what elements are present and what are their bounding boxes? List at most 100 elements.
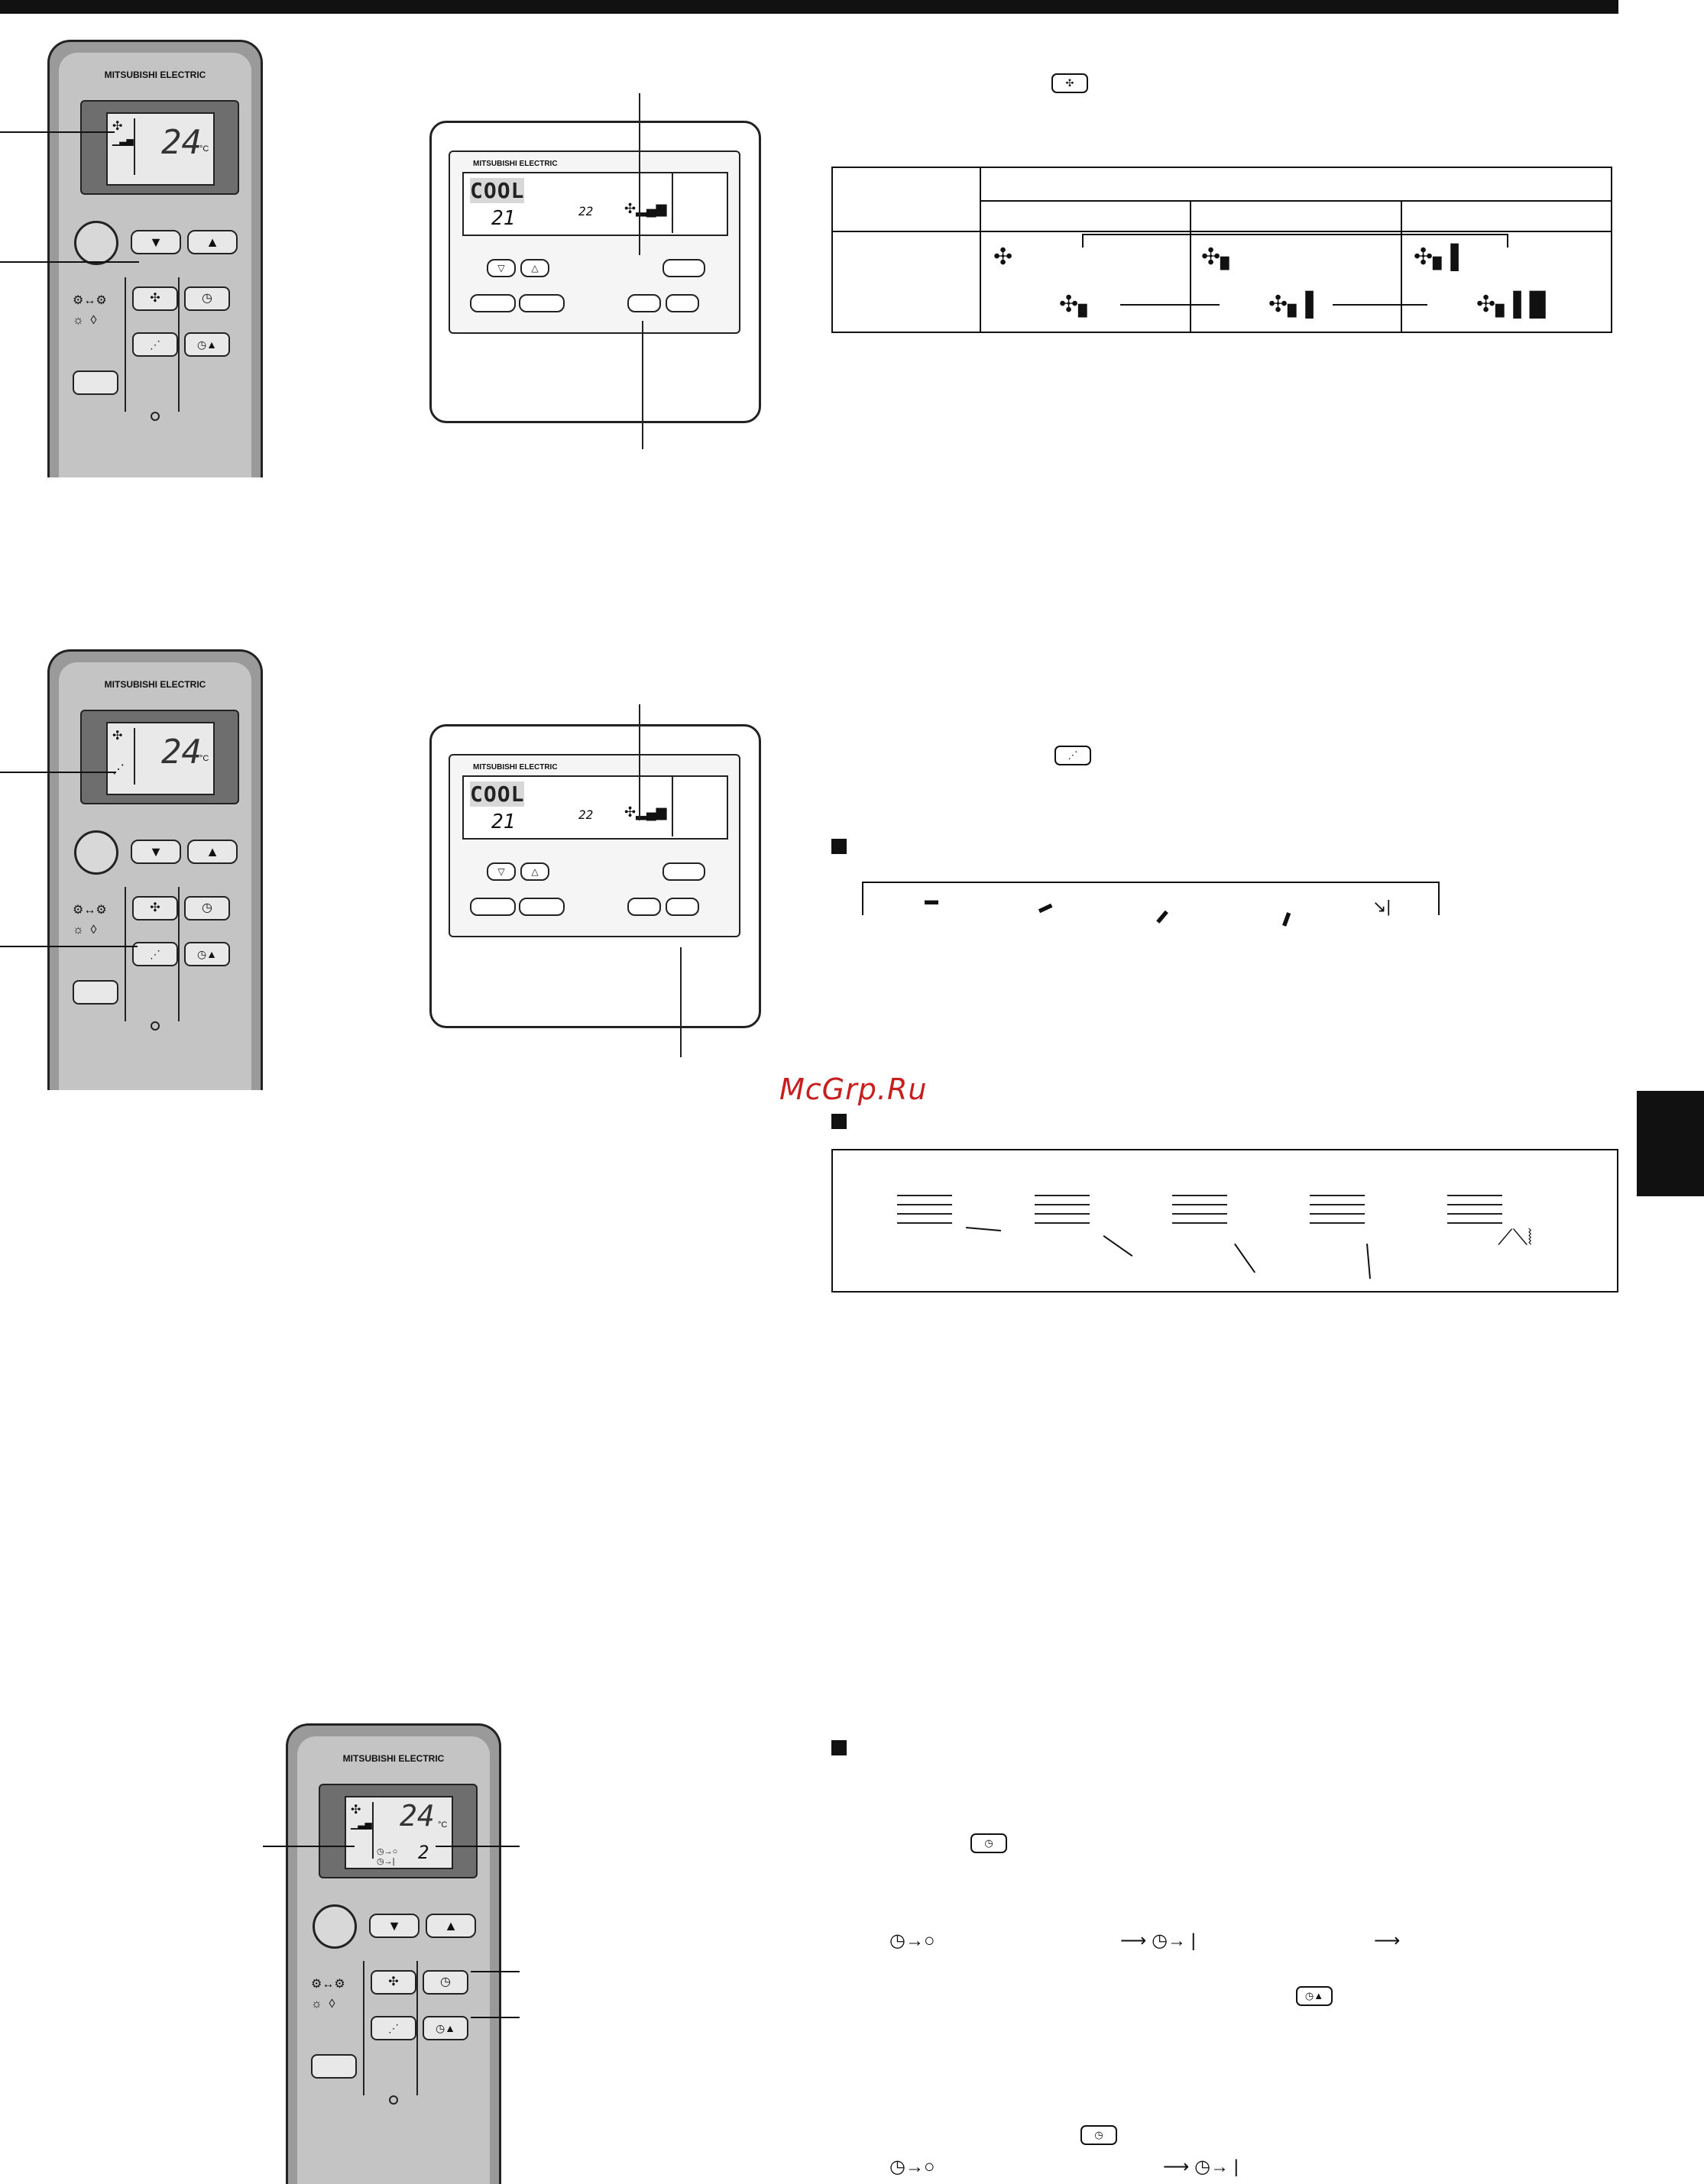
arrow-icon: ⟶ ◷→ | (1120, 1930, 1196, 1951)
mode-button[interactable] (311, 2054, 357, 2079)
mode-button[interactable] (73, 980, 118, 1005)
fan-speed-indicator-icon: ✣▂▄▆ (624, 201, 667, 216)
temp-up-key[interactable]: △ (520, 259, 549, 277)
wired-remote-panel-2: MITSUBISHI ELECTRIC COOL 21 22 ✣▂▄▆ ▽ △ (429, 724, 761, 1028)
vane-unit-icon (1310, 1195, 1365, 1234)
temp-up-key[interactable]: △ (520, 862, 549, 881)
arrow-icon (1120, 304, 1220, 306)
remote-face: MITSUBISHI ELECTRIC ✣ ▁▃▅ 24 °C ▼ ▲ ✣ ◷ … (59, 53, 251, 477)
set-temp: 22 (578, 204, 594, 218)
top-rule (0, 0, 1618, 14)
fan-speed-bars-icon: ▁▃▅ (351, 1819, 372, 1830)
on-off-key[interactable] (662, 259, 705, 277)
temp-up-button[interactable]: ▲ (187, 840, 238, 864)
fan-speed-button[interactable]: ✣ (371, 1970, 416, 1995)
callout-line (680, 947, 682, 1057)
mode-button[interactable] (73, 370, 118, 395)
timer-off-sequence-icon: ◷→○ (889, 2156, 935, 2177)
arrow-icon (1333, 304, 1427, 306)
vane-unit-icon (1172, 1195, 1227, 1234)
callout-line (642, 321, 643, 449)
callout-line (471, 2017, 520, 2018)
operate-stop-button[interactable] (74, 221, 118, 265)
remote-face: MITSUBISHI ELECTRIC ✣ ▁▃▅ 24 °C ◷→○◷→| 2… (297, 1736, 490, 2184)
brand-label: MITSUBISHI ELECTRIC (104, 679, 206, 690)
panel-brand: MITSUBISHI ELECTRIC (473, 160, 558, 168)
arrow-icon: ⟶ ◷→ | (1163, 2156, 1239, 2177)
temp-down-key[interactable]: ▽ (487, 259, 516, 277)
lcd-divider (672, 777, 673, 836)
fan-low-icon: ✣▖ (1059, 292, 1097, 317)
fan-med1-icon: ✣▖ (1201, 244, 1239, 270)
fan-med2-icon: ✣▖▌ (1268, 292, 1322, 317)
vane-illustration-box (831, 1149, 1618, 1293)
fan-speed-indicator-icon: ✣▂▄▆ (624, 804, 667, 820)
temp-up-button[interactable]: ▲ (426, 1914, 476, 1938)
panel-lcd: COOL 21 22 ✣▂▄▆ (462, 775, 728, 840)
fan-high-icon: ✣▖▌ (1414, 244, 1467, 270)
room-temp: 21 (491, 811, 516, 833)
operate-stop-button[interactable] (313, 1904, 357, 1949)
timer-on-button[interactable]: ◷▲ (423, 2016, 468, 2040)
fan-speed-key[interactable] (627, 898, 661, 916)
vane-key[interactable] (666, 898, 699, 916)
temp-down-key[interactable]: ▽ (487, 862, 516, 881)
loop-arrow (1082, 234, 1508, 248)
remote-controller-2: MITSUBISHI ELECTRIC ✣ ⋰ 24 °C ▼ ▲ ✣ ◷ ⋰ … (47, 649, 263, 1090)
remote-lcd: ✣ ▁▃▅ 24 °C (106, 112, 215, 186)
panel-face: MITSUBISHI ELECTRIC COOL 21 22 ✣▂▄▆ ▽ △ (449, 754, 740, 937)
vane-unit-icon (1447, 1195, 1502, 1234)
temp-down-button[interactable]: ▼ (131, 230, 181, 254)
vane-button[interactable]: ⋰ (371, 2016, 416, 2040)
indicator-dot (389, 2095, 398, 2105)
temp-down-button[interactable]: ▼ (131, 840, 181, 864)
mode-icons: ⚙↔⚙☼ ◊ (73, 294, 107, 327)
watermark: McGrp.Ru (779, 1073, 928, 1106)
vane-position-1-icon: ▬ (925, 892, 938, 908)
timer-off-button[interactable]: ◷ (184, 896, 230, 921)
fan-speed-bars-icon: ▁▃▅ (112, 135, 134, 146)
lcd-frame: ✣ ⋰ 24 °C (80, 710, 239, 804)
mode-key[interactable] (470, 898, 516, 916)
mode-text: COOL (470, 178, 525, 203)
timer-clock-icon: ◷→○◷→| (377, 1847, 398, 1866)
timer-key[interactable] (519, 294, 565, 312)
temp-down-button[interactable]: ▼ (369, 1914, 420, 1938)
lcd-divider (134, 728, 135, 785)
callout-line (0, 772, 116, 773)
set-temp: 22 (578, 807, 594, 822)
mode-key[interactable] (470, 294, 516, 312)
on-off-key[interactable] (662, 862, 705, 881)
fan-icon: ✣ (112, 120, 123, 133)
arrow-icon: ⟶ (1374, 1930, 1401, 1951)
timer-off-button[interactable]: ◷ (423, 1970, 468, 1995)
mode-icons: ⚙↔⚙☼ ◊ (311, 1978, 345, 2011)
wired-remote-panel-1: MITSUBISHI ELECTRIC COOL 21 22 ✣▂▄▆ ▽ △ (429, 121, 761, 423)
fan-speed-button[interactable]: ✣ (132, 286, 178, 311)
timer-on-button[interactable]: ◷▲ (184, 332, 230, 357)
lcd-divider (372, 1802, 374, 1859)
vane-key[interactable] (666, 294, 699, 312)
mode-icons: ⚙↔⚙☼ ◊ (73, 904, 107, 937)
fan-speed-key-icon: ✣ (1051, 73, 1088, 93)
chapter-tab (1637, 1091, 1704, 1196)
remote-face: MITSUBISHI ELECTRIC ✣ ⋰ 24 °C ▼ ▲ ✣ ◷ ⋰ … (59, 662, 251, 1090)
remote-lcd: ✣ ⋰ 24 °C (106, 722, 215, 795)
timer-off-key-icon: ◷ (1080, 2125, 1117, 2145)
operate-stop-button[interactable] (74, 830, 118, 875)
timer-on-button[interactable]: ◷▲ (184, 942, 230, 966)
brand-label: MITSUBISHI ELECTRIC (342, 1753, 445, 1764)
vane-button[interactable]: ⋰ (132, 942, 178, 966)
remote-controller-3: MITSUBISHI ELECTRIC ✣ ▁▃▅ 24 °C ◷→○◷→| 2… (286, 1723, 501, 2184)
timer-key[interactable] (519, 898, 565, 916)
button-divider-1 (363, 1961, 364, 2095)
timer-off-button[interactable]: ◷ (184, 286, 230, 311)
temp-up-button[interactable]: ▲ (187, 230, 238, 254)
fan-icon: ✣ (351, 1804, 361, 1817)
panel-lcd: COOL 21 22 ✣▂▄▆ (462, 172, 728, 236)
button-divider-2 (178, 277, 180, 412)
vane-button[interactable]: ⋰ (132, 332, 178, 357)
fan-speed-button[interactable]: ✣ (132, 896, 178, 921)
swing-airflow-icon: ⟋⟍⦚ (1498, 1225, 1533, 1249)
fan-speed-key[interactable] (627, 294, 661, 312)
